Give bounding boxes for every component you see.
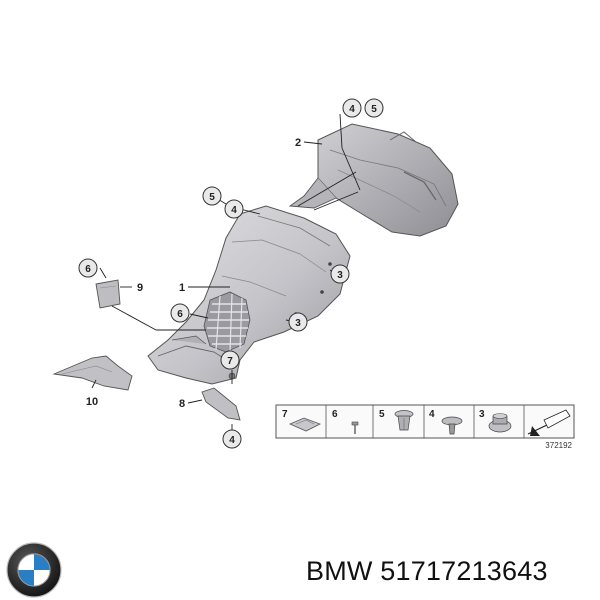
- svg-text:7: 7: [227, 356, 233, 367]
- legend-item-6: 6: [332, 409, 359, 434]
- svg-text:3: 3: [479, 409, 485, 420]
- legend-item-arrow: [527, 409, 571, 436]
- svg-text:6: 6: [177, 309, 183, 320]
- callout-6-lower: 6: [170, 303, 190, 323]
- legend-item-4: 4: [429, 409, 463, 435]
- callout-6-upper: 6: [78, 258, 98, 278]
- svg-text:3: 3: [295, 318, 301, 329]
- svg-text:8: 8: [179, 398, 185, 410]
- svg-text:5: 5: [371, 104, 377, 115]
- svg-text:5: 5: [379, 409, 385, 420]
- rear-wheel-arch-liner: [288, 123, 459, 237]
- callout-5-top: 5: [364, 98, 384, 118]
- bmw-logo-icon: [6, 542, 62, 598]
- direction-arrow-icon: [527, 409, 571, 436]
- callout-5-mid: 5: [202, 186, 222, 206]
- label-2: 2: [295, 137, 301, 149]
- push-rivet-icon: [441, 416, 463, 435]
- expanding-rivet-icon: [351, 421, 359, 434]
- legend-item-3: 3: [479, 409, 512, 433]
- callout-7: 7: [220, 350, 240, 370]
- callout-4-top: 4: [342, 98, 362, 118]
- front-wheel-arch-liner: [147, 205, 351, 385]
- svg-text:6: 6: [85, 264, 91, 275]
- svg-text:4: 4: [349, 104, 355, 115]
- callout-4-bottom: 4: [222, 429, 242, 449]
- diagram-reference-number: 372192: [545, 441, 572, 450]
- part-title: BMW 51717213643: [306, 556, 548, 586]
- label-10: 10: [86, 396, 98, 408]
- svg-text:9: 9: [137, 282, 143, 294]
- svg-text:4: 4: [229, 435, 235, 446]
- hex-nut-icon: [488, 413, 512, 433]
- svg-text:2: 2: [295, 137, 301, 149]
- fastener-legend: 7 6 5 4: [275, 404, 575, 450]
- svg-text:1: 1: [179, 282, 185, 294]
- svg-text:3: 3: [337, 270, 343, 281]
- callout-3-upper: 3: [330, 264, 350, 284]
- legend-item-5: 5: [379, 409, 414, 431]
- svg-text:6: 6: [332, 409, 338, 420]
- label-1: 1: [179, 282, 185, 294]
- holder-part-8: [201, 387, 241, 421]
- clip-nut-icon: [288, 417, 321, 432]
- label-9: 9: [120, 282, 143, 294]
- callout-4-mid: 4: [224, 199, 244, 219]
- plastic-plug-icon: [394, 410, 414, 431]
- liner-vent-grille: [203, 291, 251, 353]
- bracket-part-9: [95, 279, 121, 309]
- label-8: 8: [179, 398, 185, 410]
- cover-part-10: [52, 355, 133, 391]
- svg-text:5: 5: [209, 192, 215, 203]
- callout-3-lower: 3: [288, 312, 308, 332]
- legend-item-7: 7: [282, 409, 321, 432]
- svg-text:4: 4: [429, 409, 435, 420]
- svg-text:7: 7: [282, 409, 288, 420]
- svg-text:10: 10: [86, 396, 98, 408]
- svg-text:4: 4: [231, 205, 237, 216]
